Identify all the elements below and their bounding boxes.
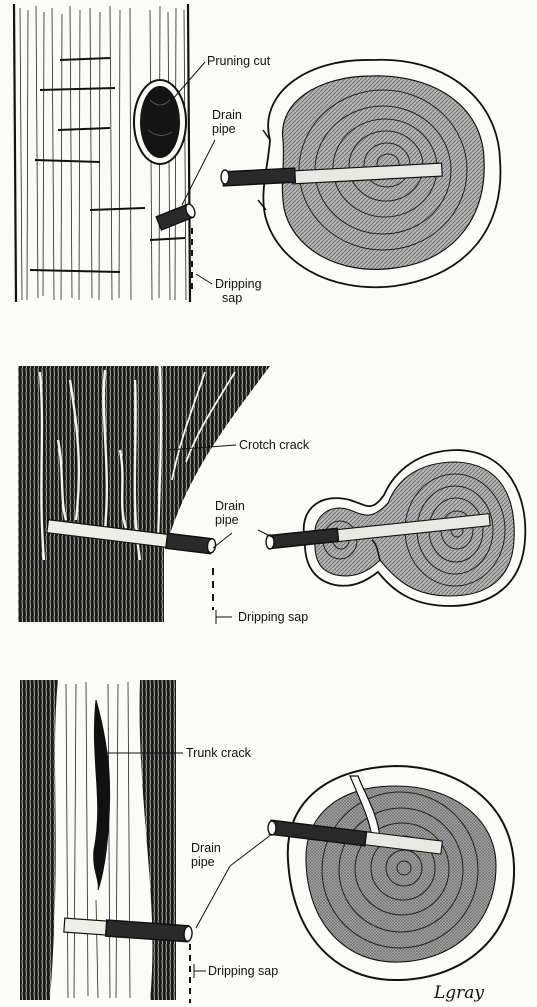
label-dripping-sap-1b: sap [222, 291, 242, 305]
label-drain-pipe-3b: pipe [191, 855, 215, 869]
artist-signature: Lgray [433, 983, 484, 1003]
cross-section-3 [268, 766, 514, 980]
label-crotch-crack: Crotch crack [239, 438, 310, 452]
panel-crotch: Crotch crack Drain pipe Dripping sap [18, 366, 525, 624]
panel-trunk: Trunk crack Drain pipe Dripping sap [20, 680, 514, 1003]
label-dripping-sap-2: Dripping sap [238, 610, 308, 624]
label-trunk-crack: Trunk crack [186, 746, 252, 760]
cross-section-1 [221, 60, 500, 288]
trunk-1 [14, 4, 197, 302]
trunk-3 [20, 680, 193, 1003]
label-drain-pipe-1a: Drain [212, 108, 242, 122]
label-drain-pipe-2a: Drain [215, 499, 245, 513]
label-dripping-sap-1a: Dripping [215, 277, 262, 291]
label-dripping-sap-3: Dripping sap [208, 964, 278, 978]
label-drain-pipe-3a: Drain [191, 841, 221, 855]
label-pruning-cut: Pruning cut [207, 54, 271, 68]
label-drain-pipe-1b: pipe [212, 122, 236, 136]
cross-section-2 [266, 450, 525, 606]
panel-pruning: Pruning cut Drain pipe Dripping sap [14, 4, 500, 305]
trunk-2 [18, 366, 270, 622]
label-drain-pipe-2b: pipe [215, 513, 239, 527]
